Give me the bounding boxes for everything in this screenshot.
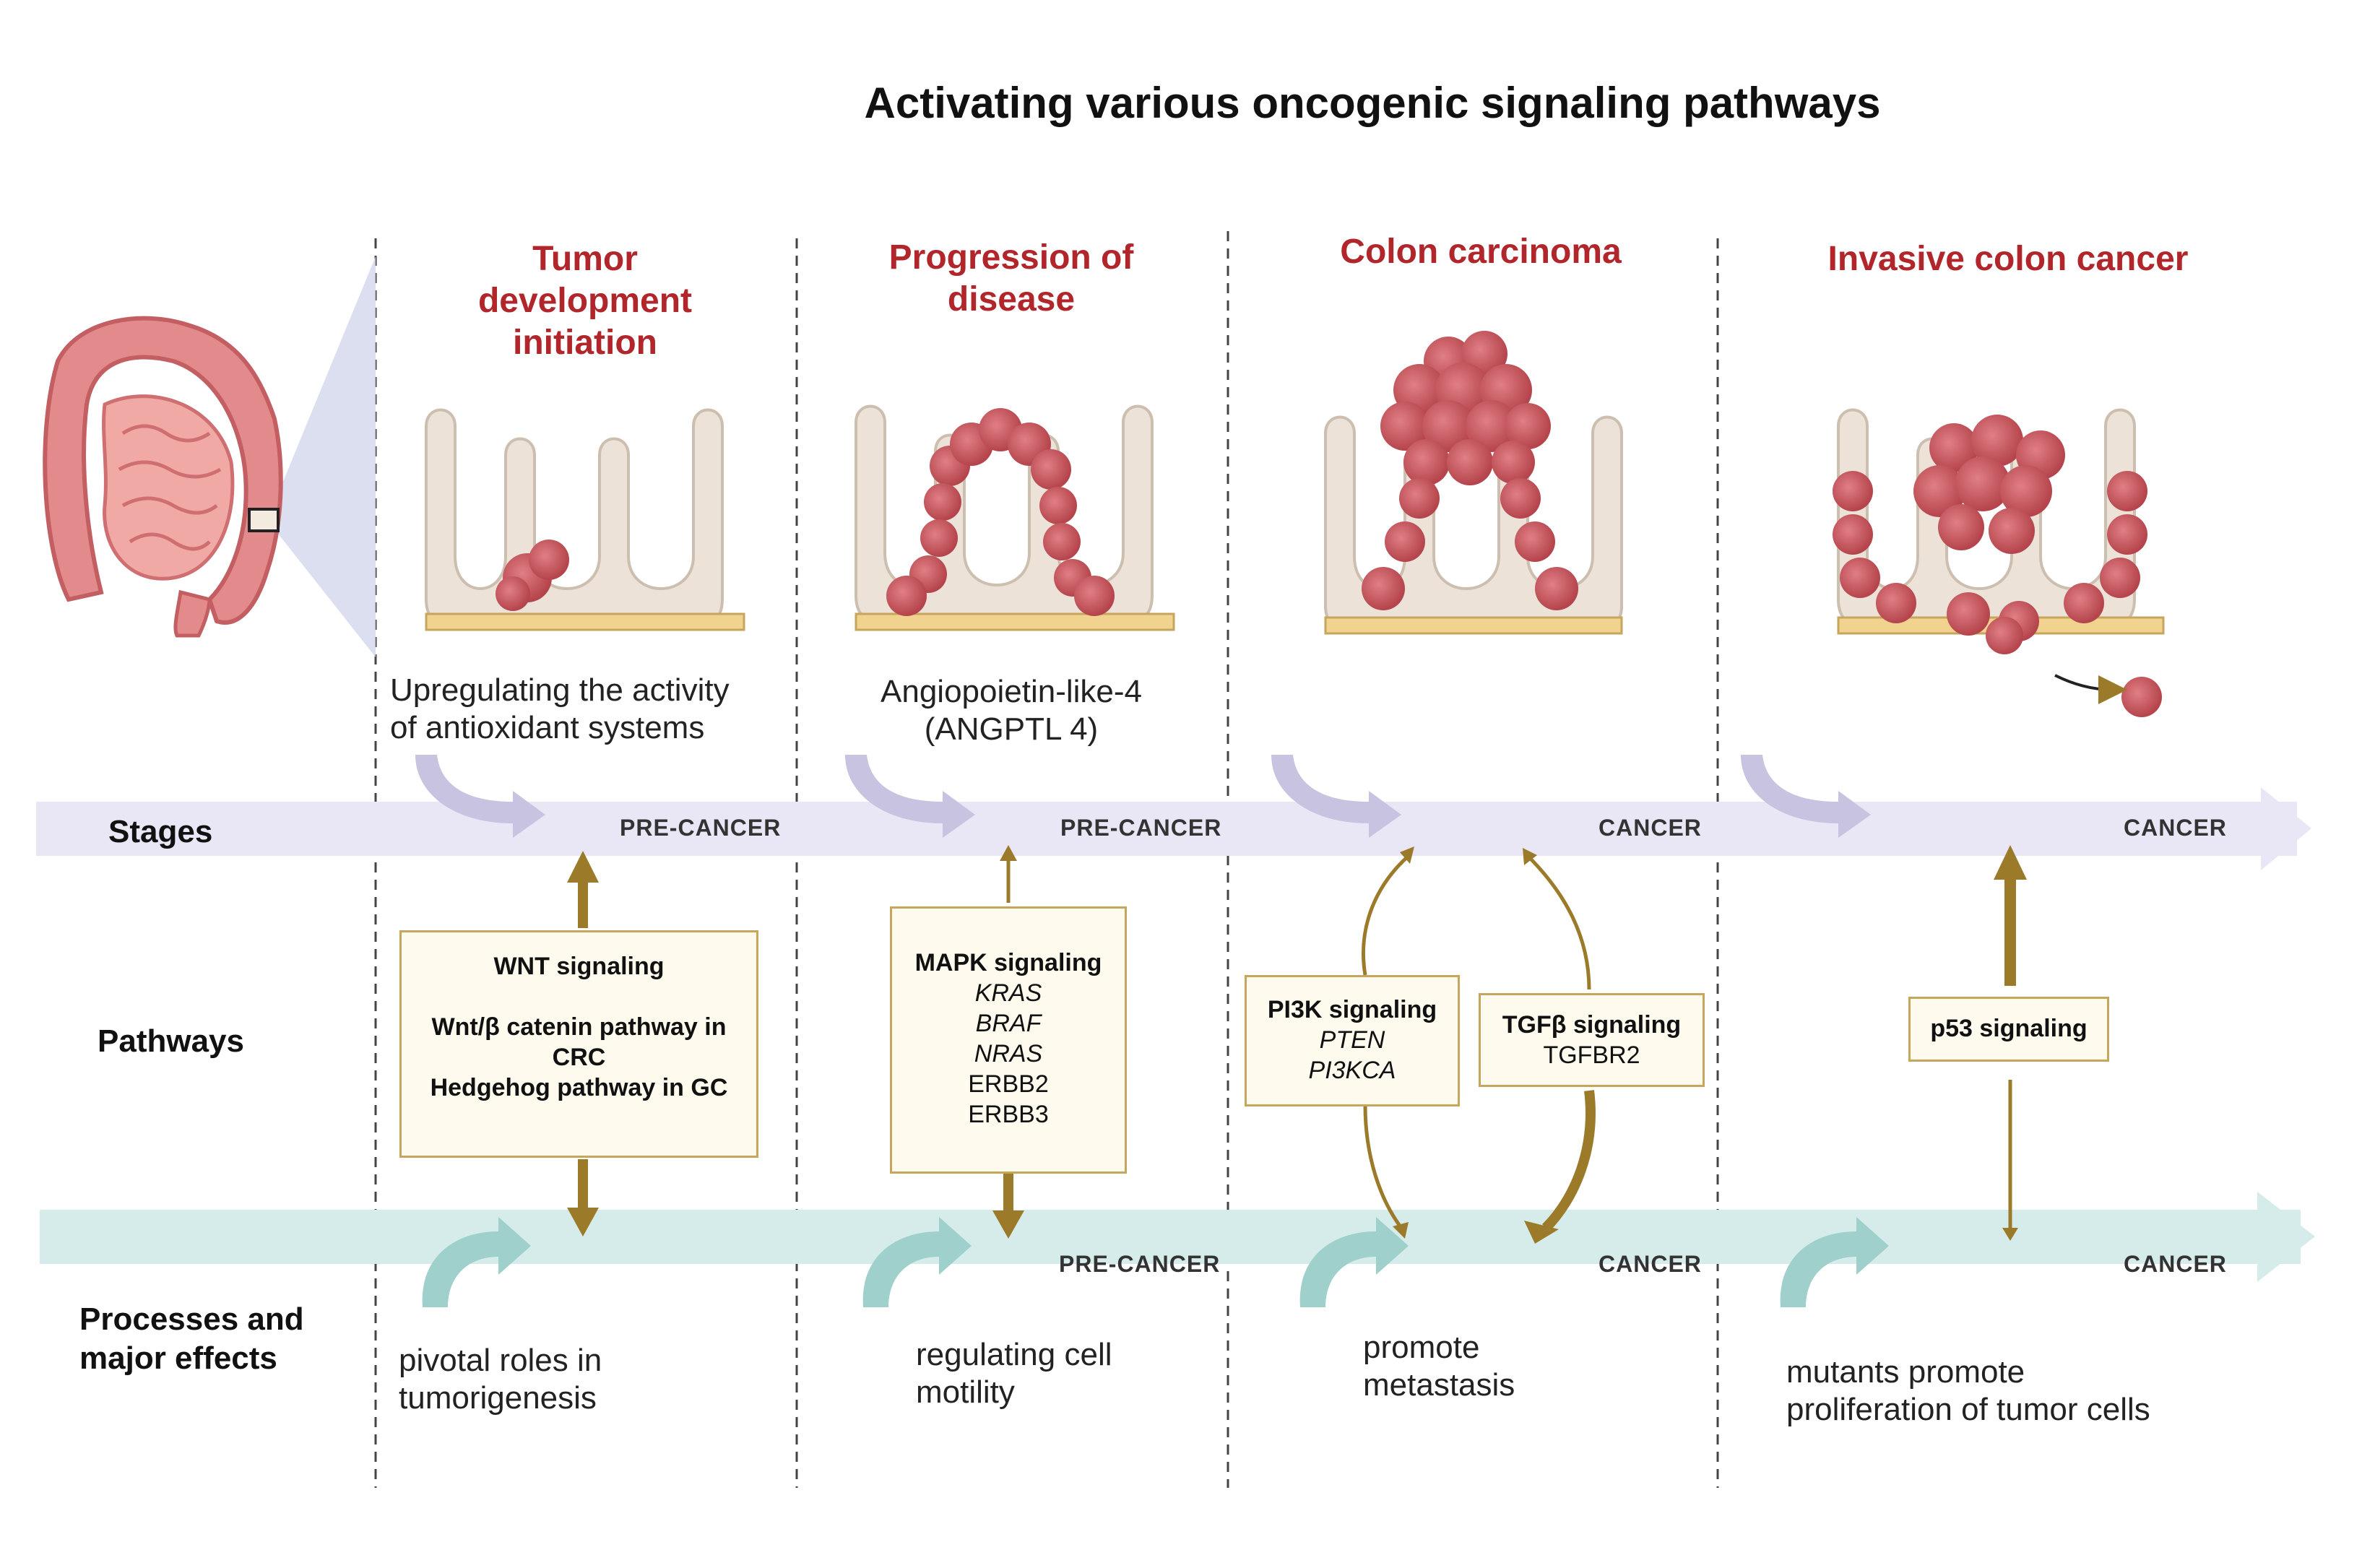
effect-2: regulating cell motility: [916, 1337, 1112, 1410]
row-label-stages: Stages: [108, 814, 213, 849]
process-band: [40, 1192, 2315, 1282]
pathway-arrows: [567, 845, 2027, 1241]
stage-title-1: Tumor development initiation: [477, 240, 693, 362]
pathway-box-mapk: MAPK signaling KRAS BRAF NRAS ERBB2 ERBB…: [890, 906, 1127, 1174]
tissue-panels: [425, 331, 2165, 717]
stage-curved-arrows: [415, 755, 1871, 838]
stage-title-4: Invasive colon cancer: [1827, 240, 2189, 278]
pathway-box-pi3k: PI3K signaling PTEN PI3KCA: [1245, 975, 1460, 1106]
stage-title-2: Progression of disease: [888, 238, 1134, 319]
zoom-wedge: [267, 256, 376, 657]
effect-1: pivotal roles in tumorigenesis: [399, 1343, 602, 1416]
row-label-processes: Processes and major effects: [79, 1301, 304, 1376]
column-dividers: [374, 231, 1719, 1488]
stage-tag-4: CANCER: [2124, 815, 2227, 841]
stage-tag-2: PRE-CANCER: [1060, 815, 1222, 841]
tissue-panel-4: [1833, 408, 2165, 717]
process-tag-4: CANCER: [2124, 1251, 2227, 1277]
colon-illustration: [43, 316, 283, 638]
pathway-curved-arrows: [1362, 846, 1596, 1244]
tissue-panel-3: [1324, 331, 1623, 635]
stage-tag-3: CANCER: [1599, 815, 1702, 841]
row-label-pathways: Pathways: [98, 1023, 244, 1059]
tissue-panel-2: [855, 404, 1175, 631]
stage-title-3: Colon carcinoma: [1340, 233, 1622, 271]
pathway-box-wnt: WNT signaling Wnt/β catenin pathway in C…: [399, 930, 758, 1158]
main-title: Activating various oncogenic signaling p…: [864, 79, 1881, 127]
pathway-box-tgfb: TGFβ signaling TGFBR2: [1479, 993, 1705, 1087]
effect-4: mutants promote proliferation of tumor c…: [1786, 1354, 2150, 1427]
stage-note-2: Angiopoietin-like-4 (ANGPTL 4): [881, 674, 1142, 747]
stage-note-1: Upregulating the activity of antioxidant…: [390, 672, 730, 745]
stage-tag-1: PRE-CANCER: [620, 815, 782, 841]
process-curved-arrows: [422, 1217, 1889, 1307]
process-tag-2: PRE-CANCER: [1059, 1251, 1221, 1277]
pathway-box-p53: p53 signaling: [1908, 997, 2109, 1062]
stage-band: [36, 787, 2311, 870]
effect-3: promote metastasis: [1363, 1330, 1515, 1403]
process-tag-3: CANCER: [1599, 1251, 1702, 1277]
tissue-panel-1: [425, 408, 745, 631]
